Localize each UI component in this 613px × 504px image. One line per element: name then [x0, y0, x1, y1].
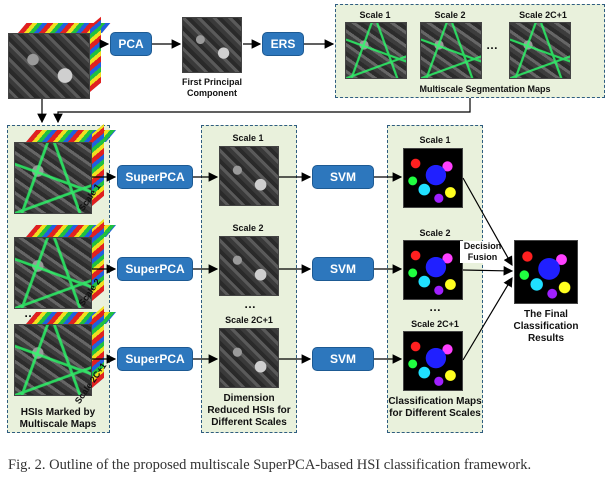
seg-map-scale-2c1 [509, 22, 571, 79]
classification-maps-title: Classification Maps for Different Scales [388, 396, 482, 419]
hsi-cube [8, 16, 111, 99]
marked-cube-2 [14, 218, 117, 310]
reduced-hsi-scale-2 [219, 236, 279, 296]
seg-ellipsis: … [486, 38, 498, 52]
final-classification-map [514, 240, 578, 304]
figure-caption: Fig. 2. Outline of the proposed multisca… [8, 457, 532, 473]
reduced-hsi-scale-1 [219, 146, 279, 206]
ers-button: ERS [262, 32, 304, 56]
right-scale-2c1-label: Scale 2C+1 [411, 319, 459, 329]
seg-map-scale-1 [345, 22, 407, 79]
classification-map-scale-1 [403, 148, 463, 208]
superpca-button-2: SuperPCA [117, 257, 193, 281]
svm-button-2: SVM [312, 257, 374, 281]
superpca-button-3: SuperPCA [117, 347, 193, 371]
superpca-button-1: SuperPCA [117, 165, 193, 189]
hsi-marked-title: HSIs Marked by Multiscale Maps [19, 407, 97, 430]
right-ellipsis: … [429, 300, 441, 314]
right-scale-2-label: Scale 2 [419, 228, 451, 238]
dimension-reduced-title: Dimension Reduced HSIs for Different Sca… [207, 393, 291, 428]
seg-scale-1-label: Scale 1 [359, 10, 391, 20]
classification-map-scale-2c1 [403, 331, 463, 391]
mid-scale-1-label: Scale 1 [232, 133, 264, 143]
decision-fusion-label: Decision Fusion [460, 241, 505, 263]
mid-ellipsis: … [244, 297, 256, 311]
seg-scale-2c1-label: Scale 2C+1 [519, 10, 567, 20]
mid-scale-2c1-label: Scale 2C+1 [225, 315, 273, 325]
marked-cube-1 [14, 123, 117, 215]
seg-maps-title: Multiscale Segmentation Maps [419, 84, 551, 94]
reduced-hsi-scale-2c1 [219, 328, 279, 388]
marked-cube-3 [14, 305, 117, 397]
right-scale-1-label: Scale 1 [419, 135, 451, 145]
first-principal-component-image [182, 17, 242, 73]
classification-map-scale-2 [403, 240, 463, 300]
seg-scale-2-label: Scale 2 [434, 10, 466, 20]
seg-map-scale-2 [420, 22, 482, 79]
final-classification-label: The Final Classification Results [513, 309, 579, 344]
pca-button: PCA [110, 32, 152, 56]
svm-button-3: SVM [312, 347, 374, 371]
mid-scale-2-label: Scale 2 [232, 223, 264, 233]
svm-button-1: SVM [312, 165, 374, 189]
first-principal-component-label: First Principal Component [181, 77, 243, 98]
